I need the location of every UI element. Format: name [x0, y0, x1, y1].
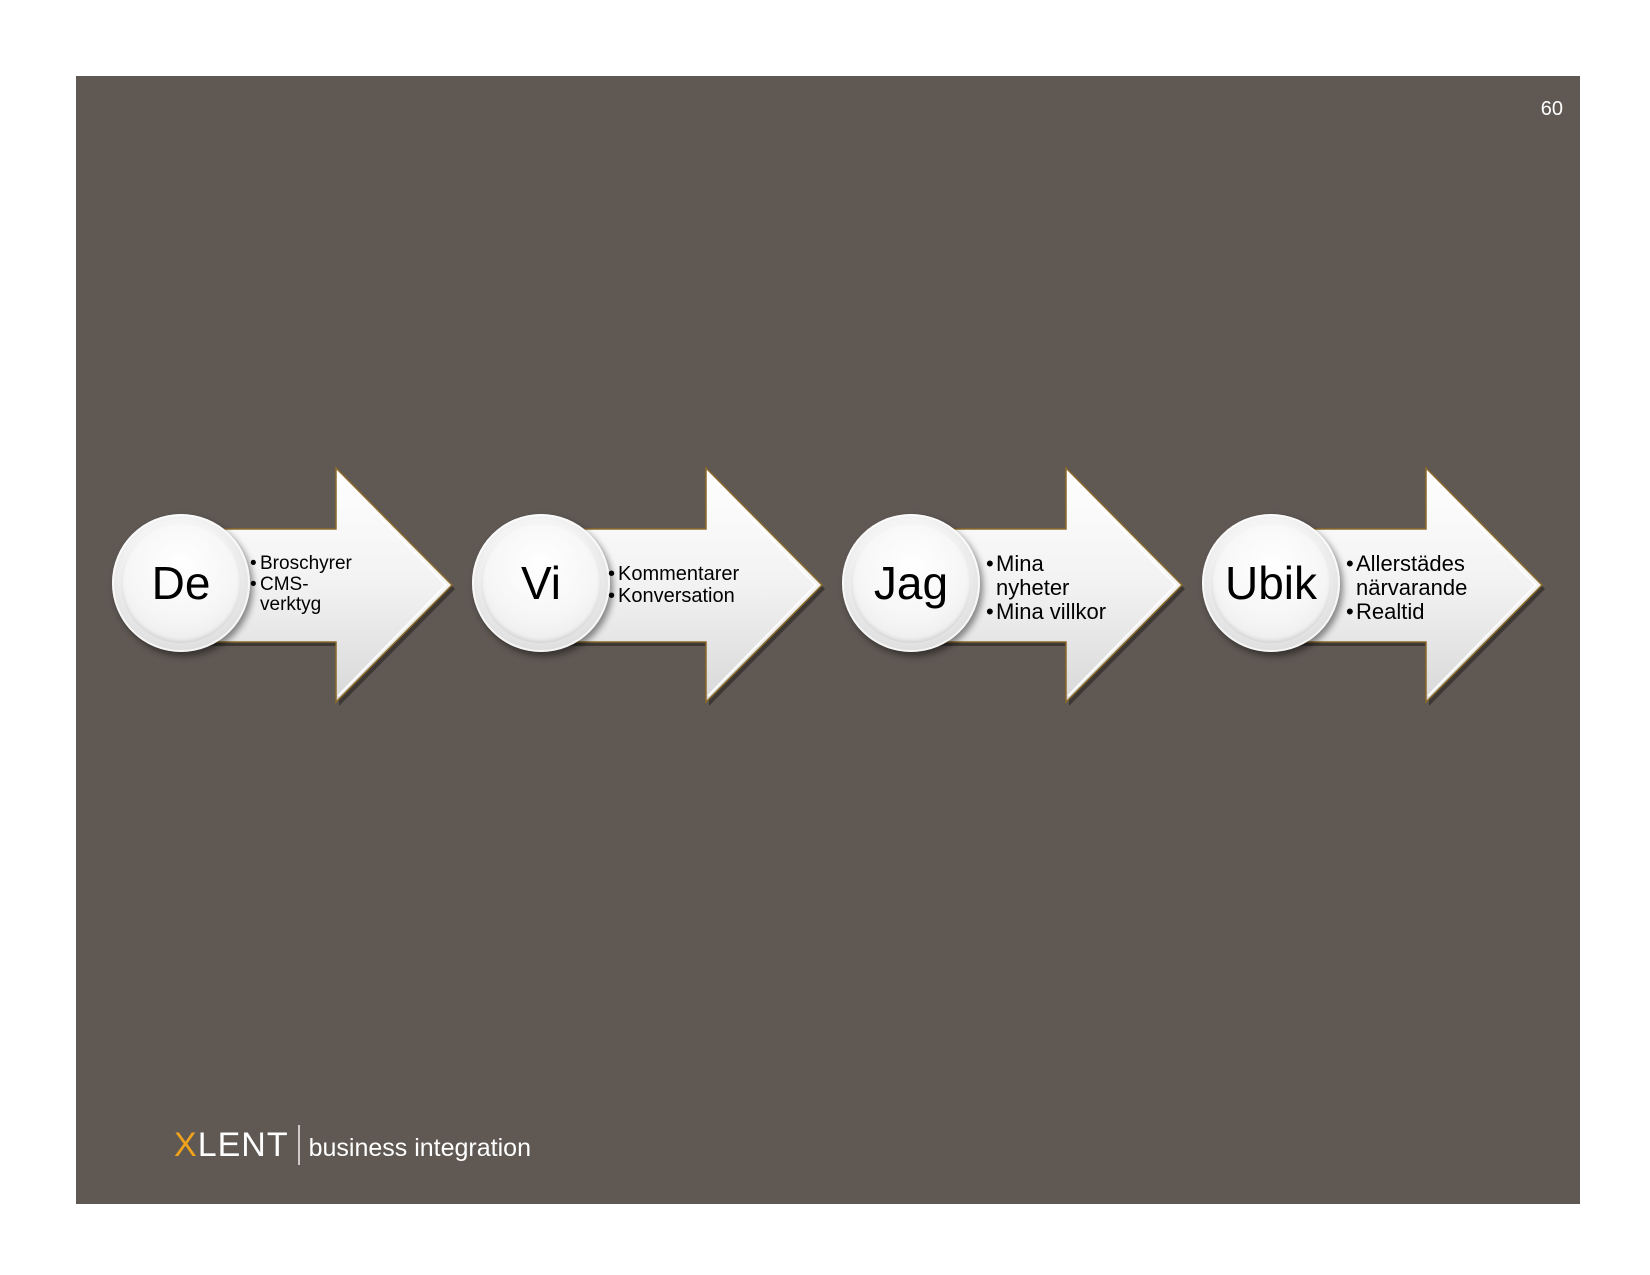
- bullet-item: •Mina nyheter: [986, 551, 1070, 600]
- xlent-logo: X LENT business integration: [174, 1123, 531, 1167]
- step-circle: Jag: [842, 514, 980, 652]
- bullet-item: •Realtid: [1346, 598, 1425, 624]
- step-label: De: [151, 557, 211, 609]
- step-bullets: •Kommentarer •Konversation: [608, 563, 740, 607]
- arrow-shape: [527, 466, 825, 706]
- bullet-item: •Kommentarer: [608, 563, 740, 585]
- step-label: Vi: [520, 557, 562, 609]
- step-bullets: •Allerstädes närvarande •Realtid: [1346, 552, 1467, 623]
- bullet-item: •Konversation: [608, 584, 735, 607]
- process-step-vi: Vi •Kommentarer •Konversation: [472, 466, 832, 718]
- process-step-jag: Jag •Mina nyheter •Mina villkor: [842, 466, 1202, 718]
- step-label: Jag: [873, 557, 949, 609]
- bullet-item: •Broschyrer: [250, 553, 352, 574]
- step-circle: Ubik: [1202, 514, 1340, 652]
- step-label: Ubik: [1224, 557, 1318, 609]
- slide: 60 De •Broschyrer •CMS- verktyg: [76, 76, 1580, 1204]
- arrow-shape: [907, 466, 1185, 706]
- logo-tagline: business integration: [308, 1133, 531, 1162]
- arrow-shape: [181, 466, 455, 706]
- bullet-item: •CMS- verktyg: [250, 573, 322, 616]
- step-circle: Vi: [472, 514, 610, 652]
- bullet-item: •Allerstädes närvarande: [1346, 551, 1468, 600]
- logo-wordmark: LENT: [197, 1125, 289, 1164]
- page-number: 60: [1540, 98, 1563, 120]
- process-step-de: De •Broschyrer •CMS- verktyg: [112, 466, 472, 718]
- bullet-item: •Mina villkor: [986, 598, 1107, 624]
- logo-x-letter: X: [174, 1125, 198, 1164]
- logo-divider: [297, 1125, 300, 1165]
- step-bullets: •Broschyrer •CMS- verktyg: [250, 553, 352, 616]
- step-circle: De: [112, 514, 250, 652]
- step-bullets: •Mina nyheter •Mina villkor: [986, 552, 1106, 623]
- process-step-ubik: Ubik •Allerstädes närvarande •Realtid: [1202, 466, 1562, 718]
